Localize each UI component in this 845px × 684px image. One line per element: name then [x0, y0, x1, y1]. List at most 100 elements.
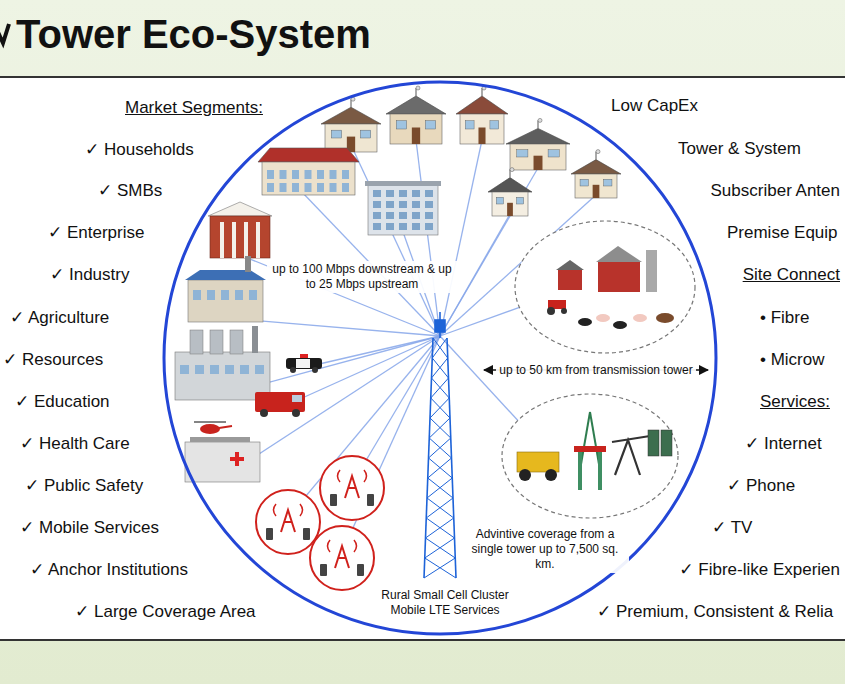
window [399, 212, 407, 219]
title-check [0, 24, 9, 43]
window [305, 170, 312, 179]
list-item: ✓ Premium, Consistent & Relia [597, 601, 833, 623]
body [286, 358, 322, 369]
cell-waves [328, 540, 357, 552]
tower-brace [427, 498, 454, 518]
window [240, 365, 249, 374]
lights [300, 354, 308, 358]
list-item: Low CapEx [611, 95, 698, 117]
panel-border [0, 639, 845, 641]
window [373, 223, 381, 230]
column [220, 222, 224, 258]
tower-antenna [435, 320, 445, 332]
window [412, 212, 420, 219]
column [232, 222, 236, 258]
roof [185, 270, 266, 280]
farmhouse-roof [556, 260, 584, 270]
column [256, 222, 260, 258]
wall [390, 114, 442, 144]
antenna-dish [416, 86, 420, 90]
list-item: • Fibre [760, 307, 809, 329]
roof [488, 178, 532, 192]
cross [230, 457, 244, 461]
window [373, 190, 381, 197]
long-building [258, 148, 359, 195]
window [412, 223, 420, 230]
resources-outline [502, 394, 678, 518]
window [267, 170, 274, 179]
tank [190, 330, 203, 354]
window [425, 223, 433, 230]
window [360, 130, 370, 138]
door [412, 128, 420, 145]
panel-border [0, 76, 845, 78]
window [292, 170, 299, 179]
tower-brace [433, 338, 448, 358]
column [244, 222, 248, 258]
cell-waves [338, 470, 367, 482]
tower-brace [428, 458, 452, 478]
window [331, 130, 341, 138]
roof [456, 96, 508, 114]
wheel [260, 409, 268, 417]
apartment-building [365, 181, 441, 235]
window [386, 201, 394, 208]
window [386, 190, 394, 197]
leg [578, 452, 582, 490]
barn-roof [596, 246, 642, 262]
window [305, 183, 312, 192]
coverage-circle: up to 100 Mbps downstream & up to 25 Mbp… [162, 80, 718, 636]
wall [185, 442, 260, 482]
roof [365, 181, 441, 186]
window [225, 365, 234, 374]
coverage-ring [164, 82, 716, 634]
window [292, 183, 299, 192]
tower-brace [429, 458, 453, 478]
house [571, 150, 621, 198]
window [249, 290, 257, 300]
list-item: Tower & System [678, 138, 801, 160]
tower-brace [424, 558, 455, 578]
antenna-dish [596, 150, 600, 154]
window [517, 150, 528, 157]
hospital [185, 422, 260, 482]
roof [506, 128, 570, 144]
resources [502, 394, 678, 518]
window [180, 365, 189, 374]
coverage-note: Advintive coverage from a single tower u… [461, 526, 629, 573]
list-item: ✓ Households [85, 139, 194, 161]
list-item: ✓ Internet [745, 433, 822, 455]
helicopter [200, 424, 220, 434]
diagram-title: Tower Eco-System [16, 10, 371, 58]
tower-brace [427, 478, 452, 498]
leg [598, 452, 602, 490]
tower-brace [432, 378, 450, 398]
body [255, 392, 305, 412]
tower-brace [429, 438, 451, 458]
wall [492, 192, 528, 216]
list-item: ✓ Education [15, 391, 110, 413]
rotor [194, 421, 226, 422]
pump-jack [612, 436, 650, 475]
tractor-wheel [561, 308, 567, 314]
tank [648, 430, 659, 456]
house [506, 118, 570, 170]
tower-brace [426, 498, 453, 518]
farm-outline [515, 221, 695, 353]
phone [367, 494, 374, 506]
cell-outline [256, 490, 320, 554]
window [425, 212, 433, 219]
list-item: ✓ Phone [727, 475, 795, 497]
antenna-dish [510, 168, 514, 172]
wheel [312, 367, 318, 373]
list-item: ✓ Health Care [20, 433, 130, 455]
window [235, 290, 243, 300]
tower-brace [429, 438, 451, 458]
phone [303, 528, 310, 540]
signal-spoke [440, 140, 482, 336]
signal-spoke [416, 140, 440, 336]
cell-tower [335, 546, 349, 568]
list-item: ✓ Public Safety [25, 475, 143, 497]
window [342, 170, 349, 179]
window [396, 121, 406, 129]
